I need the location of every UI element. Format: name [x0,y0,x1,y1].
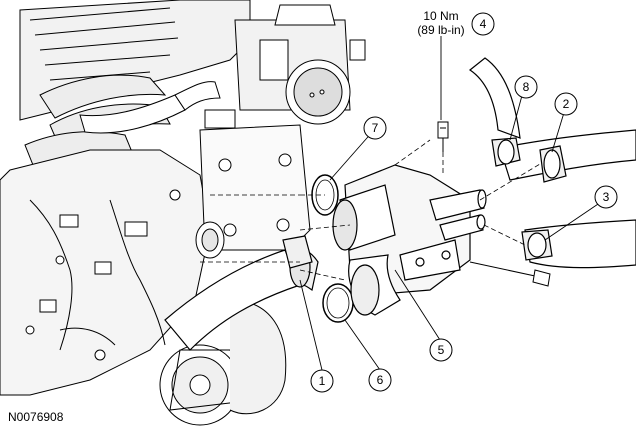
callout-1-label: 1 [319,374,326,388]
torque-imperial: (89 lb-in) [417,23,464,37]
hose-clamp-2 [539,145,567,183]
callout-4: 4 [471,12,495,36]
callout-6-label: 6 [377,373,384,387]
callout-2: 2 [554,92,578,116]
callout-5: 5 [429,338,453,362]
torque-spec: 10 Nm (89 lb-in) [417,9,464,37]
callout-3: 3 [594,185,618,209]
thermostat-housing [332,164,487,316]
housing-bolt-upper [437,121,449,152]
o-ring-lower [322,283,354,323]
hose-clamp-3 [521,229,553,261]
figure-id: N0076908 [8,410,64,424]
callout-6: 6 [368,368,392,392]
callout-8: 8 [514,75,538,99]
callout-8-label: 8 [523,80,530,94]
callout-7-label: 7 [372,121,379,135]
torque-metric: 10 Nm [423,9,458,23]
hose-clamp-1 [282,235,313,269]
housing-bolt-lower [469,261,551,287]
callout-5-label: 5 [438,343,445,357]
callout-3-label: 3 [603,190,610,204]
callout-7: 7 [363,116,387,140]
callout-1: 1 [310,369,334,393]
callout-2-label: 2 [563,97,570,111]
alignment-lines [200,139,541,281]
upper-hose-right [468,57,636,269]
hose-clamp-8 [491,137,521,167]
engine-assembly [0,0,366,426]
callout-4-label: 4 [480,17,487,31]
